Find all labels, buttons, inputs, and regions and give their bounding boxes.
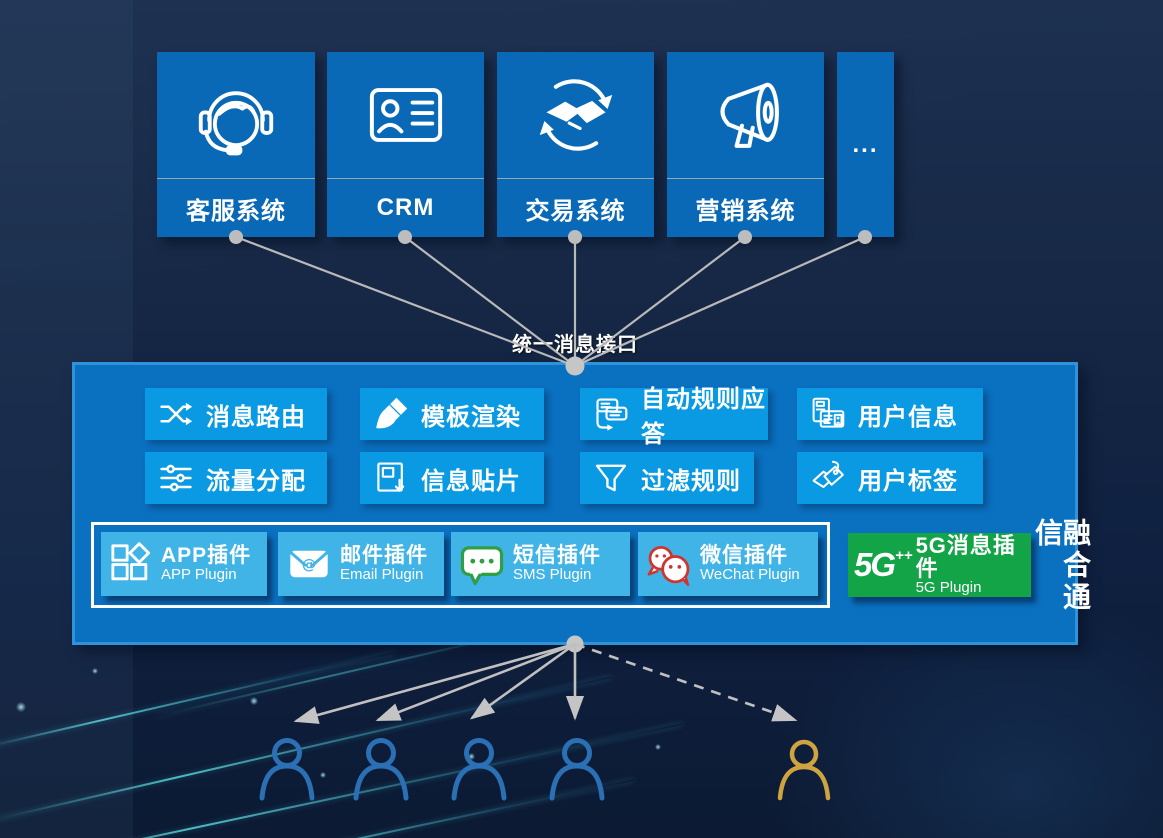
funnel-icon — [595, 464, 627, 492]
feature-user-tags: 用户标签 — [797, 452, 983, 504]
converged-comm-label: 融合通信 — [1032, 518, 1091, 614]
system-box-transaction: 交易系统 — [497, 52, 654, 237]
system-label: 营销系统 — [667, 178, 824, 237]
plugin-name-zh: 短信插件 — [513, 544, 601, 568]
plugin-name-en: SMS Plugin — [513, 566, 592, 584]
id-card-icon — [327, 52, 484, 178]
system-label: 客服系统 — [157, 178, 315, 237]
tag-icon — [812, 460, 844, 489]
system-box-more: ... — [837, 52, 894, 237]
wechat-icon — [647, 545, 690, 586]
background-glint — [92, 668, 98, 674]
plugin-name-zh: 5G消息插件 — [915, 533, 1016, 582]
email-icon: @ — [289, 550, 329, 578]
system-box-customer-service: 客服系统 — [157, 52, 315, 237]
plugin-name-en: WeChat Plugin — [700, 566, 800, 584]
sms-bubble-icon — [460, 546, 504, 586]
plugin-email: @ 邮件插件 Email Plugin — [278, 532, 444, 596]
system-label: 交易系统 — [497, 178, 654, 237]
plugin-group: APP插件 APP Plugin @ 邮件插件 Email Plugin — [91, 522, 830, 608]
plugin-name-en: 5G Plugin — [915, 579, 982, 597]
ellipsis-icon: ... — [852, 130, 879, 158]
background-glint — [655, 744, 661, 750]
plugin-name-en: Email Plugin — [340, 566, 424, 584]
feature-label: 模板渲染 — [421, 403, 521, 431]
plugin-name-zh: 微信插件 — [700, 544, 788, 568]
dashed-arrow — [574, 642, 798, 722]
background-glint — [320, 772, 326, 778]
feature-label: 流量分配 — [206, 467, 306, 495]
audience-users — [259, 738, 831, 801]
megaphone-icon — [667, 52, 824, 178]
plugin-name-zh: 邮件插件 — [340, 544, 428, 568]
user-info-card-icon — [812, 397, 845, 428]
system-label: CRM — [327, 178, 484, 237]
feature-info-sticker: 信息贴片 — [360, 452, 544, 504]
sticker-doc-icon — [377, 462, 405, 492]
user-icon — [353, 738, 409, 801]
plugin-name-en: APP Plugin — [161, 566, 237, 584]
svg-text:@: @ — [302, 557, 316, 573]
background-glint — [16, 702, 26, 712]
feature-label: 自动规则应答 — [641, 386, 766, 448]
background-glint — [250, 697, 258, 705]
shuffle-icon — [160, 402, 193, 426]
unified-interface-label: 统一消息接口 — [512, 334, 638, 356]
brush-icon — [376, 397, 408, 429]
system-box-crm: CRM — [327, 52, 484, 237]
feature-label: 过滤规则 — [641, 467, 741, 495]
feature-label: 信息贴片 — [421, 467, 521, 495]
platform-panel: 消息路由 模板渲染 自动规则应答 — [72, 362, 1091, 645]
plugin-name-zh: APP插件 — [161, 544, 252, 568]
handshake-icon — [497, 52, 654, 178]
feature-label: 用户标签 — [858, 467, 958, 495]
feature-traffic-allocation: 流量分配 — [145, 452, 327, 504]
headset-icon — [157, 52, 315, 178]
plugin-sms: 短信插件 SMS Plugin — [451, 532, 630, 596]
user-icon — [259, 738, 315, 801]
system-box-marketing: 营销系统 — [667, 52, 824, 237]
feature-label: 用户信息 — [858, 403, 958, 431]
feature-user-info: 用户信息 — [797, 388, 983, 440]
feature-message-routing: 消息路由 — [145, 388, 327, 440]
5g-logo: 5G++ — [854, 546, 913, 583]
distribution-arrows — [293, 642, 798, 724]
plugin-wechat: 微信插件 WeChat Plugin — [638, 532, 818, 596]
auto-reply-icon — [596, 398, 628, 431]
feature-filter-rules: 过滤规则 — [580, 452, 754, 504]
feature-label: 消息路由 — [206, 403, 306, 431]
plugin-5g: 5G++ 5G消息插件 5G Plugin — [848, 533, 1031, 597]
sliders-icon — [160, 464, 192, 492]
feature-auto-reply: 自动规则应答 — [580, 386, 768, 448]
background-glint — [468, 753, 475, 760]
feature-template-render: 模板渲染 — [360, 388, 544, 440]
app-grid-icon — [111, 542, 151, 581]
plugin-app: APP插件 APP Plugin — [101, 532, 267, 596]
